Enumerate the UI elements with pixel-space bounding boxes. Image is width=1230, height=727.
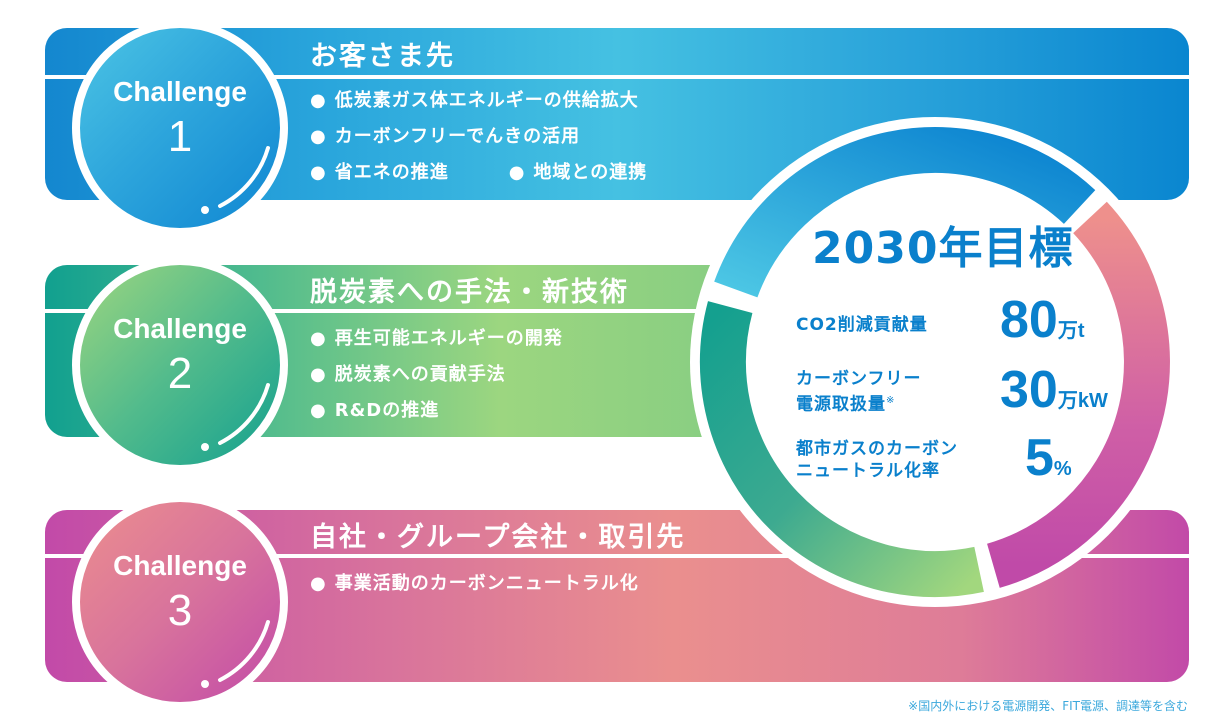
challenge-label: Challenge bbox=[113, 313, 247, 344]
goal-title: 2030年目標 bbox=[812, 223, 1074, 274]
list-item: ●カーボンフリーでんきの活用 bbox=[310, 119, 647, 155]
arc-accent-icon bbox=[201, 620, 270, 688]
arc-accent-icon bbox=[201, 383, 270, 451]
challenge-number: 1 bbox=[167, 112, 193, 161]
bullet-icon: ● bbox=[310, 573, 327, 594]
challenge-label: Challenge bbox=[113, 76, 247, 107]
metric-value: 5% bbox=[1025, 429, 1072, 487]
list-item: ●再生可能エネルギーの開発 bbox=[310, 321, 563, 357]
metric-label: 都市ガスのカーボン ニュートラル化率 bbox=[796, 439, 958, 481]
metric-value: 80万t bbox=[1000, 291, 1085, 349]
challenge-3-badge: Challenge 3 bbox=[72, 494, 288, 710]
challenge-3-title: 自社・グループ会社・取引先 bbox=[310, 522, 686, 553]
challenge-number: 2 bbox=[167, 349, 193, 398]
bullet-icon: ● bbox=[310, 90, 327, 111]
challenge-1-badge: Challenge 1 bbox=[72, 20, 288, 236]
metric-label: カーボンフリー 電源取扱量※ bbox=[796, 369, 922, 415]
bullet-icon: ● bbox=[310, 400, 327, 421]
list-item: ●省エネの推進 ●地域との連携 bbox=[310, 155, 647, 191]
challenge-label: Challenge bbox=[113, 550, 247, 581]
list-item: ●脱炭素への貢献手法 bbox=[310, 357, 563, 393]
divider bbox=[45, 554, 1189, 558]
challenge-1-title: お客さま先 bbox=[310, 41, 455, 72]
challenge-3-list: ●事業活動のカーボンニュートラル化 bbox=[310, 566, 639, 602]
list-item: ●事業活動のカーボンニュートラル化 bbox=[310, 566, 639, 602]
divider bbox=[45, 309, 745, 313]
list-item: ●低炭素ガス体エネルギーの供給拡大 bbox=[310, 83, 647, 119]
arc-accent-icon bbox=[201, 146, 270, 214]
metric-label: CO2削減貢献量 bbox=[796, 315, 928, 335]
challenge-2-list: ●再生可能エネルギーの開発 ●脱炭素への貢献手法 ●R&Dの推進 bbox=[310, 321, 563, 429]
divider bbox=[45, 75, 1189, 79]
metric-value: 30万kW bbox=[1000, 361, 1108, 419]
bullet-icon: ● bbox=[310, 162, 327, 183]
bullet-icon: ● bbox=[310, 328, 327, 349]
bullet-icon: ● bbox=[508, 162, 526, 183]
bullet-icon: ● bbox=[310, 126, 327, 147]
challenge-1-list: ●低炭素ガス体エネルギーの供給拡大 ●カーボンフリーでんきの活用 ●省エネの推進… bbox=[310, 83, 647, 191]
bullet-icon: ● bbox=[310, 364, 327, 385]
footnote: ※国内外における電源開発、FIT電源、調達等を含む bbox=[908, 699, 1188, 713]
challenge-2-title: 脱炭素への手法・新技術 bbox=[310, 277, 629, 308]
challenge-2-badge: Challenge 2 bbox=[72, 257, 288, 473]
list-item: ●R&Dの推進 bbox=[310, 393, 563, 429]
challenge-number: 3 bbox=[167, 586, 193, 635]
